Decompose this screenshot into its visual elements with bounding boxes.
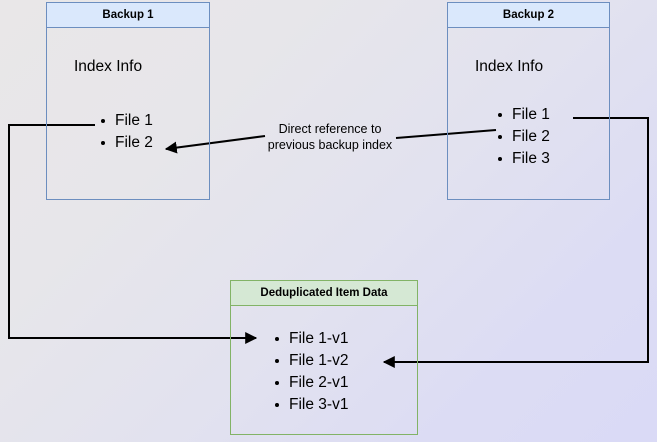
backup-1-file-list: File 1 File 2 <box>99 110 153 154</box>
node-deduplicated-item-data-header: Deduplicated Item Data <box>231 281 417 306</box>
node-backup-2[interactable]: Backup 2 Index Info File 1 File 2 File 3 <box>447 2 610 200</box>
node-backup-1-header: Backup 1 <box>47 3 209 28</box>
edge-label-direct-reference: Direct reference to previous backup inde… <box>267 122 393 152</box>
dedup-file-list: File 1-v1 File 1-v2 File 2-v1 File 3-v1 <box>273 328 348 416</box>
list-item: File 1-v2 <box>273 350 348 372</box>
backup-2-file-list: File 1 File 2 File 3 <box>496 104 550 170</box>
node-backup-2-body: Index Info File 1 File 2 File 3 <box>448 28 609 199</box>
list-item: File 1-v1 <box>273 328 348 350</box>
node-backup-1-body: Index Info File 1 File 2 <box>47 28 209 199</box>
node-backup-2-header: Backup 2 <box>448 3 609 28</box>
backup-1-index-info-label: Index Info <box>74 58 143 75</box>
list-item: File 2-v1 <box>273 372 348 394</box>
backup-2-index-info-label: Index Info <box>475 58 544 75</box>
list-item: File 3-v1 <box>273 394 348 416</box>
list-item: File 1 <box>99 110 153 132</box>
node-backup-1[interactable]: Backup 1 Index Info File 1 File 2 <box>46 2 210 200</box>
node-deduplicated-item-data[interactable]: Deduplicated Item Data File 1-v1 File 1-… <box>230 280 418 435</box>
list-item: File 3 <box>496 148 550 170</box>
list-item: File 2 <box>99 132 153 154</box>
node-deduplicated-item-data-body: File 1-v1 File 1-v2 File 2-v1 File 3-v1 <box>231 306 417 434</box>
list-item: File 2 <box>496 126 550 148</box>
list-item: File 1 <box>496 104 550 126</box>
